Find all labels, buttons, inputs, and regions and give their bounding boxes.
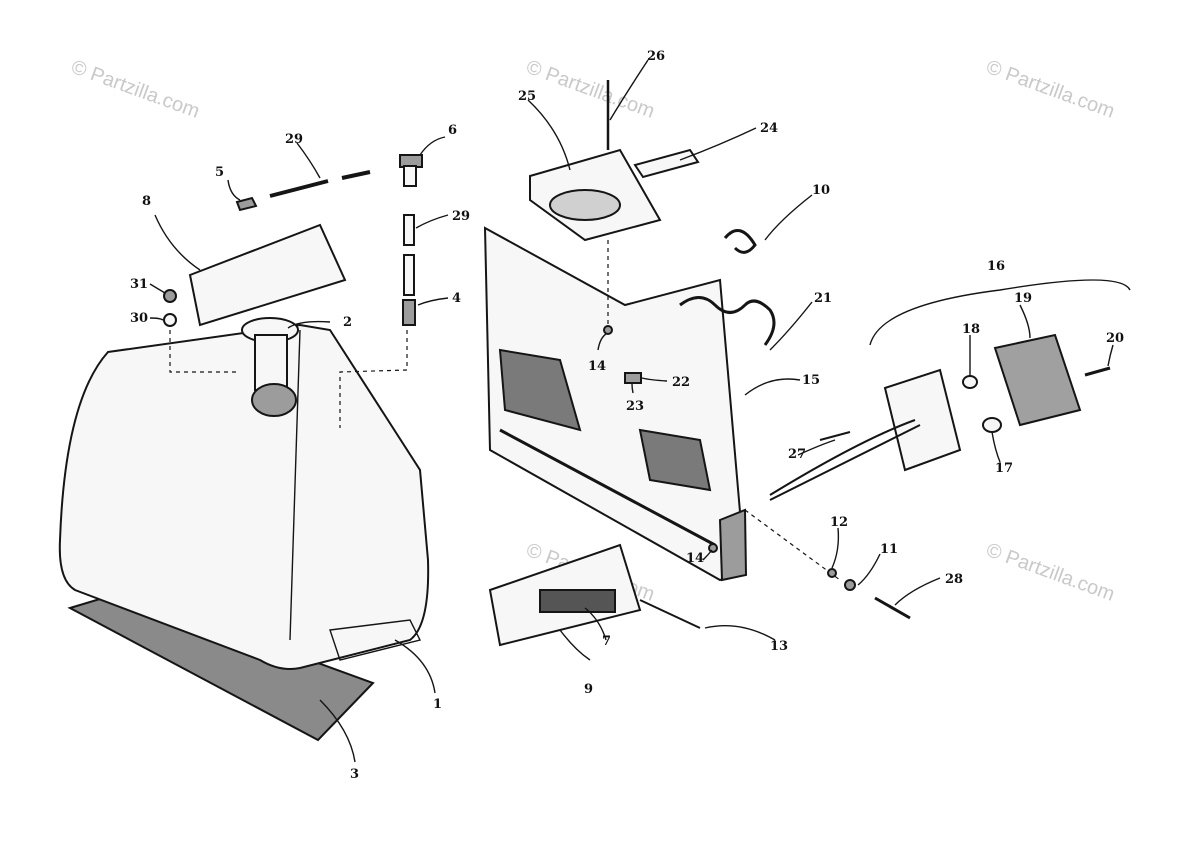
fastener-14-bottom xyxy=(708,543,718,553)
callout-18: 18 xyxy=(962,322,980,337)
bulb-17 xyxy=(982,417,1002,433)
fuel-valve xyxy=(402,299,416,326)
washer-12 xyxy=(827,568,837,578)
callout-30: 30 xyxy=(130,311,148,326)
callout-20: 20 xyxy=(1106,331,1124,346)
hose-29 xyxy=(403,214,415,246)
callout-2: 2 xyxy=(343,315,352,330)
callout-26: 26 xyxy=(647,49,665,64)
fastener-14-top xyxy=(603,325,613,335)
callout-6: 6 xyxy=(448,123,457,138)
watermark-top-left: © Partzilla.com xyxy=(68,56,202,123)
callout-4: 4 xyxy=(452,291,461,306)
callout-13: 13 xyxy=(770,639,788,654)
callout-1: 1 xyxy=(433,697,442,712)
callout-15: 15 xyxy=(802,373,820,388)
decal-24 xyxy=(633,148,700,179)
callout-3: 3 xyxy=(350,767,359,782)
watermark-bottom-right: © Partzilla.com xyxy=(983,539,1117,606)
callout-19: 19 xyxy=(1014,291,1032,306)
decal-7 xyxy=(539,589,616,613)
callout-17: 17 xyxy=(995,461,1013,476)
callout-25: 25 xyxy=(518,89,536,104)
callout-28: 28 xyxy=(945,572,963,587)
bulb-18 xyxy=(962,375,978,389)
callout-11: 11 xyxy=(880,542,898,557)
callout-10: 10 xyxy=(812,183,830,198)
switch-22 xyxy=(624,372,642,384)
taillight-lens xyxy=(883,368,962,472)
callout-9: 9 xyxy=(584,682,593,697)
watermark-top-center: © Partzilla.com xyxy=(523,56,657,123)
callout-14-bottom: 14 xyxy=(686,551,704,566)
leader-lines xyxy=(149,59,1114,763)
script-decal-21 xyxy=(679,296,776,346)
callout-7: 7 xyxy=(602,634,611,649)
fuel-tank xyxy=(58,323,430,670)
callout-31: 31 xyxy=(130,277,148,292)
vent-plug xyxy=(235,196,258,212)
callout-labels: 1 3 2 4 5 6 7 8 9 10 11 12 13 14 14 15 1… xyxy=(130,49,1124,782)
callout-5: 5 xyxy=(215,165,224,180)
taillight-housing xyxy=(993,333,1082,427)
tank-strap-bracket xyxy=(329,619,422,661)
hood-panel xyxy=(483,226,748,582)
nut-11 xyxy=(844,579,856,591)
callout-27: 27 xyxy=(788,447,806,462)
tank-bracket xyxy=(188,223,347,327)
washer-30 xyxy=(163,313,177,327)
callout-14-top: 14 xyxy=(588,359,606,374)
taillight-group-brace xyxy=(869,279,1131,346)
filler-cap xyxy=(399,154,423,187)
callout-29-top: 29 xyxy=(285,132,303,147)
callout-29-right: 29 xyxy=(452,209,470,224)
callout-21: 21 xyxy=(814,291,832,306)
emblem-10 xyxy=(723,229,757,254)
callout-12: 12 xyxy=(830,515,848,530)
watermark-top-right: © Partzilla.com xyxy=(983,56,1117,123)
callout-23: 23 xyxy=(626,399,644,414)
callout-22: 22 xyxy=(672,375,690,390)
hose-29-lower xyxy=(403,254,415,296)
callout-16: 16 xyxy=(987,259,1005,274)
fuel-sender xyxy=(241,317,299,417)
bolt-31 xyxy=(163,289,177,303)
callout-8: 8 xyxy=(142,194,151,209)
callout-24: 24 xyxy=(760,121,778,136)
